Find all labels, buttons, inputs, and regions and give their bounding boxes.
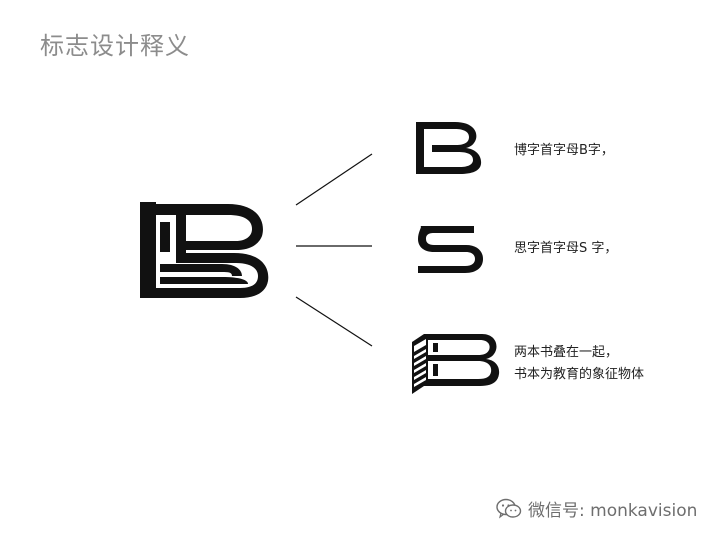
connector-line <box>295 153 373 206</box>
watermark: 微信号: monkavision <box>496 496 697 521</box>
page-title: 标志设计释义 <box>40 32 190 60</box>
letter-b-description: 博字首字母B字， <box>514 143 614 158</box>
description-line: 两本书叠在一起， <box>514 345 619 360</box>
bs-logo-mark <box>140 202 269 298</box>
description-line: 书本为教育的象征物体 <box>514 367 645 382</box>
letter-s-description: 思字首字母S 字， <box>514 241 618 256</box>
stacked-books-b-icon <box>412 334 500 394</box>
watermark-text: 微信号: monkavision <box>528 501 698 521</box>
connector-line <box>295 296 373 347</box>
letter-b-icon <box>416 122 482 174</box>
wechat-icon <box>496 498 522 518</box>
letter-s-icon <box>418 226 483 273</box>
stacked-books-description: 两本书叠在一起， 书本为教育的象征物体 <box>514 342 644 386</box>
